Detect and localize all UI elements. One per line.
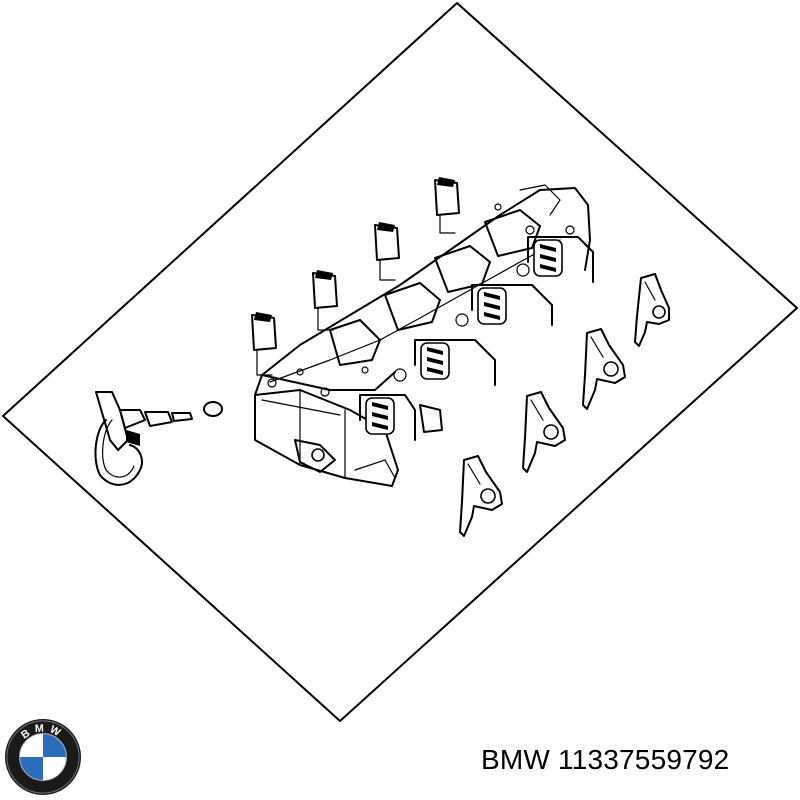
- bmw-roundel-logo: BMW: [4, 718, 82, 796]
- brand-name: BMW: [481, 744, 551, 775]
- o-ring: [203, 401, 223, 417]
- part-number: 11337559792: [558, 744, 730, 775]
- manifold-housing: [254, 184, 591, 487]
- part-number-label: BMW 11337559792: [481, 744, 729, 776]
- sensor-assembly: [94, 391, 223, 486]
- diagram-frame: [2, 2, 798, 722]
- rocker-arms: [459, 273, 670, 537]
- valve-springs: [359, 236, 594, 441]
- solenoid-connectors: [251, 177, 460, 376]
